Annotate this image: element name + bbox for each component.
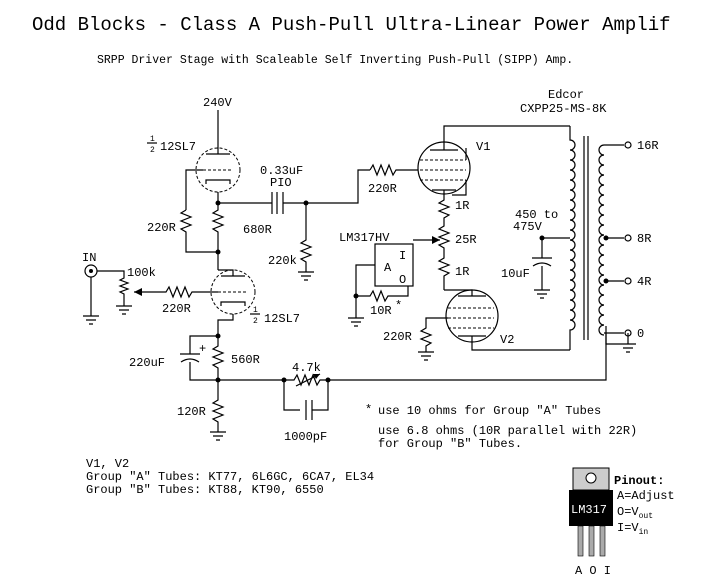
input-ground [83, 277, 99, 325]
adjust-resistor-label: 10R [370, 304, 392, 318]
tubes-header: V1, V2 [86, 457, 129, 471]
v2-label: V2 [500, 333, 514, 347]
cathode-resistor-bottom [210, 336, 226, 441]
input-grid-label: 220R [162, 302, 191, 316]
transformer-model: CXPP25-MS-8K [520, 102, 607, 116]
tap-4r: 4R [637, 275, 651, 289]
cathode-resistor-top-label: 680R [243, 223, 272, 237]
v1-label: V1 [476, 140, 490, 154]
output-tube-v1 [417, 125, 570, 196]
regulator-wiring [355, 239, 440, 296]
coupling-wire [218, 169, 370, 214]
volume-pot [97, 270, 132, 315]
note-line-2: use 6.8 ohms (10R parallel with 22R) [378, 424, 637, 438]
pinout-title: Pinout: [614, 474, 664, 488]
note-line-3: for Group "B" Tubes. [378, 437, 522, 451]
group-a-tubes: Group "A" Tubes: KT77, 6L6GC, 6CA7, EL34 [86, 470, 374, 484]
grid-leak-label: 220k [268, 254, 297, 268]
coupling-cap-label: 0.33uF [260, 164, 303, 178]
supply-cap [532, 238, 552, 299]
pot-label: 100k [127, 266, 156, 280]
v2-grid-resistor [418, 317, 448, 361]
page-subtitle: SRPP Driver Stage with Scaleable Self In… [97, 54, 573, 67]
feedback-resistor-label: 4.7k [292, 361, 321, 375]
supply-cap-label: 10uF [501, 267, 530, 281]
cathode-resistor-bottom-label: 560R [231, 353, 260, 367]
supply-voltage-label: 240V [203, 96, 233, 110]
adjust-asterisk: * [395, 299, 402, 313]
tap-8r: 8R [637, 232, 651, 246]
svg-text:+: + [199, 342, 206, 356]
pinout-out: O=Vout [617, 505, 653, 521]
bypass-cap-label: 220uF [129, 356, 165, 370]
cathode-chain [437, 194, 451, 290]
secondary-taps [604, 144, 636, 353]
tap-8r-terminal[interactable] [624, 234, 632, 242]
top-grid-wire [185, 169, 203, 210]
tube-top-label: 12SL7 [160, 140, 196, 154]
r-25r-label: 25R [455, 233, 477, 247]
volt-range-1: 450 to [515, 208, 558, 222]
note-asterisk: * [365, 403, 372, 417]
output-tube-v2 [444, 289, 570, 351]
v1-grid-resistor [369, 163, 418, 177]
output-transformer [569, 126, 605, 350]
reg-pin-i: I [399, 249, 406, 263]
tap-16r: 16R [637, 139, 659, 153]
lm317-package: LM317 [569, 467, 613, 557]
reg-pin-o: O [399, 273, 406, 287]
pin-letters: A O I [575, 564, 611, 578]
driver-tube-top [195, 147, 241, 200]
feedback-cap-label: 1000pF [284, 430, 327, 444]
transformer-brand: Edcor [548, 88, 584, 102]
v2-grid-label: 220R [383, 330, 412, 344]
pinout-in: I=Vin [617, 521, 648, 537]
top-grid-resistor [179, 209, 218, 253]
ground-resistor-label: 120R [177, 405, 206, 419]
group-b-tubes: Group "B" Tubes: KT88, KT90, 6550 [86, 483, 324, 497]
chip-label: LM317 [571, 503, 607, 517]
note-line-1: use 10 ohms for Group "A" Tubes [378, 404, 601, 418]
cathode-resistor-top [211, 200, 225, 270]
tap-0: 0 [637, 327, 644, 341]
regulator-box [374, 243, 414, 287]
r-1r-bottom-label: 1R [455, 265, 469, 279]
input-label[interactable]: IN [82, 251, 96, 265]
v1-grid-label: 220R [368, 182, 397, 196]
r-1r-top-label: 1R [455, 199, 469, 213]
top-grid-resistor-label: 220R [147, 221, 176, 235]
pinout-adjust: A=Adjust [617, 489, 675, 503]
coupling-cap-type: PIO [270, 176, 292, 190]
half-num-bottom: 1 [253, 306, 258, 315]
half-num-top: 1 [150, 135, 155, 144]
volt-range-2: 475V [513, 220, 543, 234]
grid-leak-resistor [298, 203, 314, 281]
tap-0-terminal[interactable] [624, 329, 632, 337]
reg-pin-a: A [384, 261, 392, 275]
tube-bottom-label: 12SL7 [264, 312, 300, 326]
bypass-cap [180, 335, 218, 381]
driver-tube-bottom [210, 269, 256, 336]
feedback-cap [218, 379, 329, 420]
input-grid-resistor [134, 285, 218, 299]
feedback-resistor [284, 326, 607, 387]
tap-16r-terminal[interactable] [624, 141, 632, 149]
half-den-bottom: 2 [253, 317, 258, 326]
adjust-resistor [348, 286, 409, 327]
tap-4r-terminal[interactable] [624, 277, 632, 285]
page-title: Odd Blocks - Class A Push-Pull Ultra-Lin… [32, 14, 671, 36]
half-den-top: 2 [150, 146, 155, 155]
regulator-name: LM317HV [339, 231, 390, 245]
